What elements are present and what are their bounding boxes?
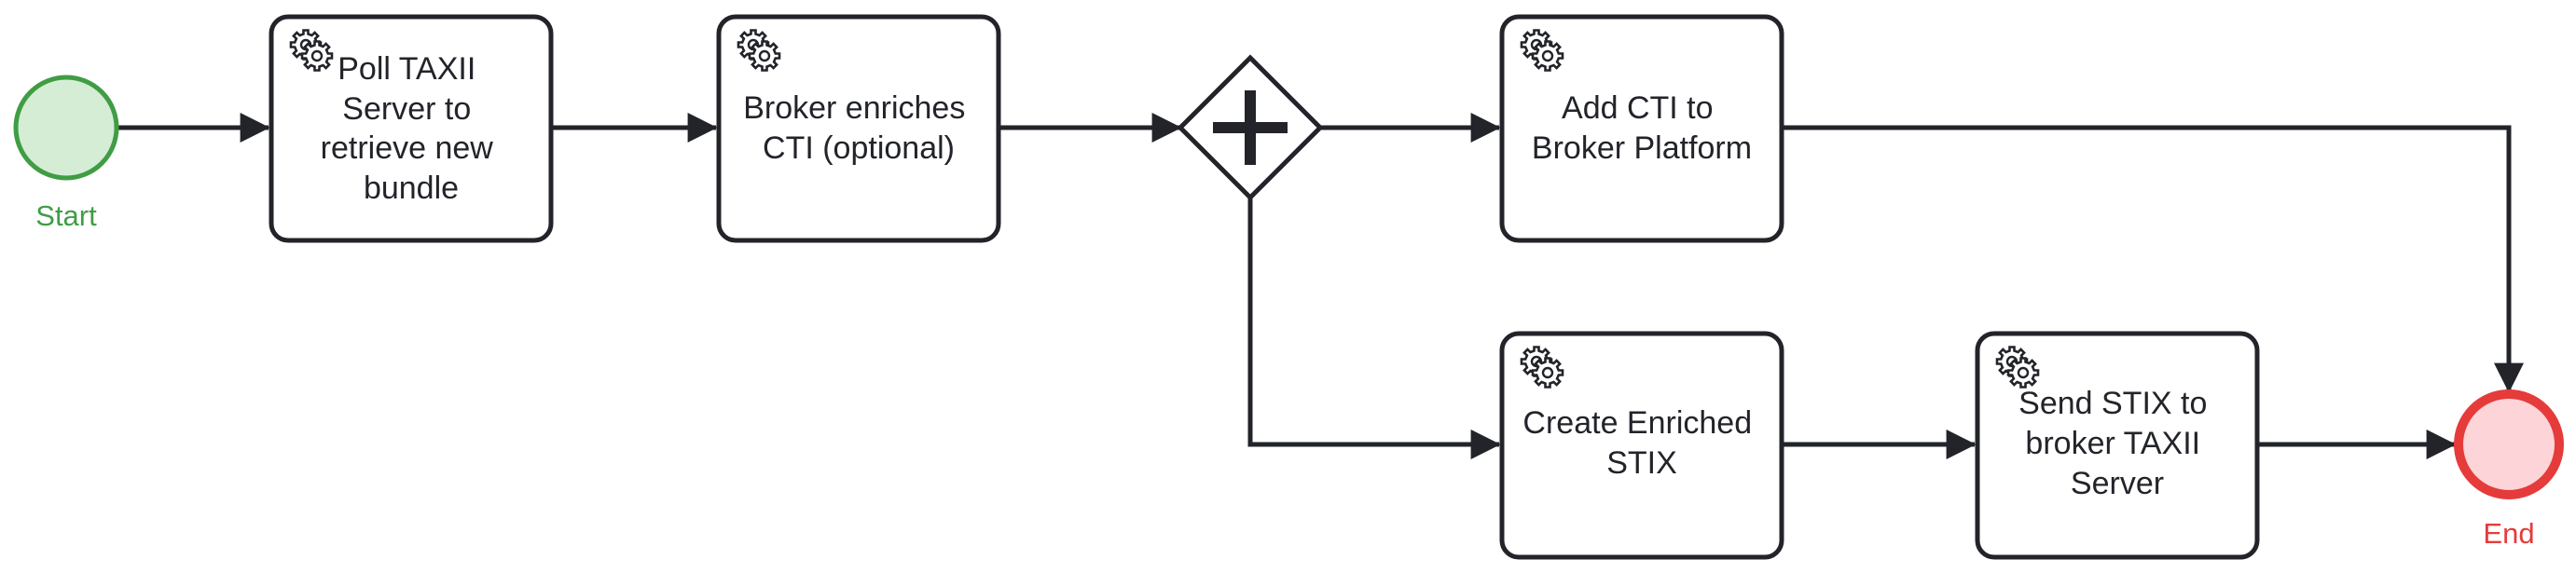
task-broker-enriches-label: Broker enriches CTI (optional): [743, 90, 974, 166]
end-event-label: End: [2483, 517, 2534, 550]
task-send-stix-label: Send STIX to broker TAXII Server: [2018, 386, 2216, 501]
task-poll-taxii-line: bundle: [364, 171, 459, 206]
task-add-cti-line: Add CTI to: [1562, 90, 1714, 126]
task-poll-taxii-box[interactable]: [269, 14, 554, 243]
start-event[interactable]: Start: [13, 75, 119, 232]
parallel-gateway[interactable]: [1177, 54, 1324, 201]
flow-gateway-to-create[interactable]: [1247, 198, 1501, 460]
end-event[interactable]: End: [2454, 389, 2564, 550]
end-event-circle[interactable]: [2454, 389, 2564, 499]
task-send-stix-line: broker TAXII: [2025, 426, 2200, 461]
task-create-enriched-stix-line: STIX: [1606, 445, 1677, 481]
task-broker-enriches-box[interactable]: [716, 14, 1001, 243]
task-create-enriched-stix-box[interactable]: [1499, 331, 1784, 560]
task-add-cti-box[interactable]: [1499, 14, 1784, 243]
plus-icon: [1213, 90, 1288, 165]
task-broker-enriches-line: CTI (optional): [763, 130, 955, 166]
task-poll-taxii[interactable]: Poll TAXII Server to retrieve new bundle: [269, 14, 554, 243]
task-broker-enriches-line: Broker enriches: [743, 90, 965, 126]
task-poll-taxii-line: retrieve new: [321, 130, 494, 166]
task-broker-enriches[interactable]: Broker enriches CTI (optional): [716, 14, 1001, 243]
flow-add-to-end[interactable]: [1782, 125, 2525, 393]
task-send-stix-box[interactable]: [1975, 331, 2260, 560]
task-poll-taxii-label: Poll TAXII Server to retrieve new bundle: [321, 51, 503, 206]
start-event-label: Start: [35, 199, 97, 232]
task-create-enriched-stix-line: Create Enriched: [1522, 405, 1752, 441]
task-send-stix-line: Server: [2071, 466, 2164, 501]
task-add-cti-label: Add CTI to Broker Platform: [1532, 90, 1752, 166]
task-poll-taxii-line: Poll TAXII: [337, 51, 475, 87]
task-create-enriched-stix-label: Create Enriched STIX: [1522, 405, 1760, 481]
task-create-enriched-stix[interactable]: Create Enriched STIX: [1499, 331, 1784, 560]
task-add-cti-line: Broker Platform: [1532, 130, 1752, 166]
start-event-circle[interactable]: [13, 75, 119, 181]
task-send-stix-line: Send STIX to: [2018, 386, 2207, 421]
task-add-cti[interactable]: Add CTI to Broker Platform: [1499, 14, 1784, 243]
task-poll-taxii-line: Server to: [342, 91, 471, 127]
task-send-stix[interactable]: Send STIX to broker TAXII Server: [1975, 331, 2260, 560]
